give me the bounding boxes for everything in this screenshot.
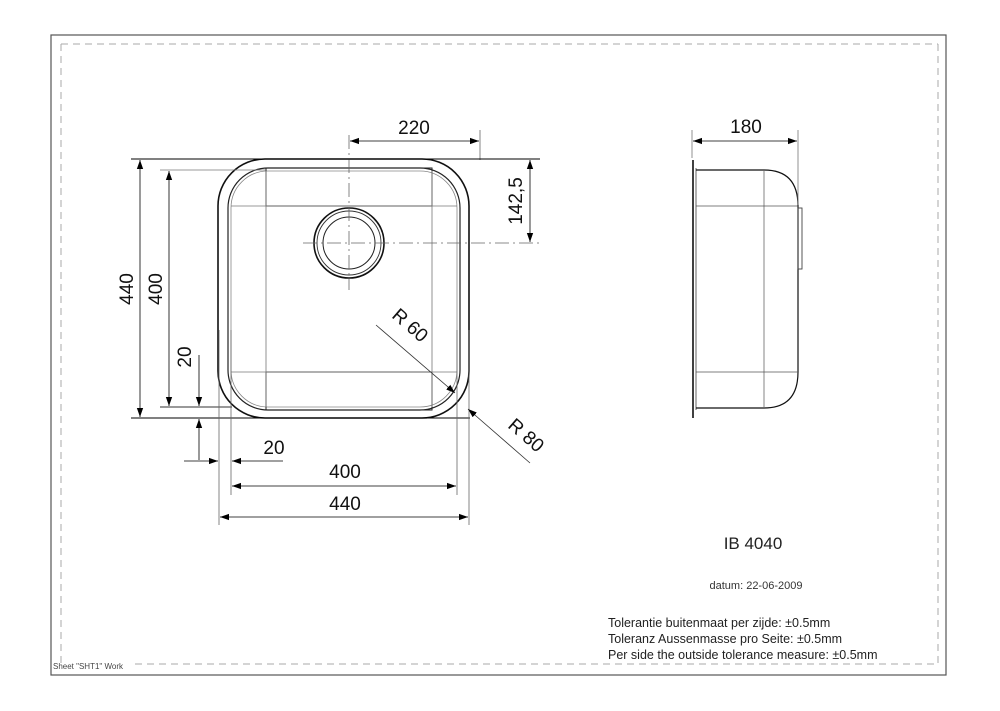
sheet-label: Sheet "SHT1" Work xyxy=(53,662,124,671)
dim-rim-side: 20 xyxy=(263,438,284,459)
top-view: 220 142,5 440 400 20 20 400 440 xyxy=(117,118,548,525)
dim-inner-height: 400 xyxy=(146,273,167,305)
drain-outlet xyxy=(797,207,803,270)
tolerance-note-de: Toleranz Aussenmasse pro Seite: ±0.5mm xyxy=(608,632,842,646)
dim-depth: 180 xyxy=(730,117,762,138)
dim-rim-bottom: 20 xyxy=(175,346,196,367)
dim-inner-width: 400 xyxy=(329,462,361,483)
dim-drain-offset-x: 220 xyxy=(398,118,430,139)
side-view: 180 xyxy=(691,117,803,418)
drawing-date: datum: 22-06-2009 xyxy=(710,580,803,592)
tolerance-note-nl: Tolerantie buitenmaat per zijde: ±0.5mm xyxy=(608,616,830,630)
title-block: IB 4040 datum: 22-06-2009 Tolerantie bui… xyxy=(608,534,878,662)
dim-outer-height: 440 xyxy=(117,273,138,305)
dim-outer-width: 440 xyxy=(329,494,361,515)
dim-drain-offset-y: 142,5 xyxy=(506,177,527,225)
model-number: IB 4040 xyxy=(724,534,783,553)
tolerance-note-en: Per side the outside tolerance measure: … xyxy=(608,648,878,662)
